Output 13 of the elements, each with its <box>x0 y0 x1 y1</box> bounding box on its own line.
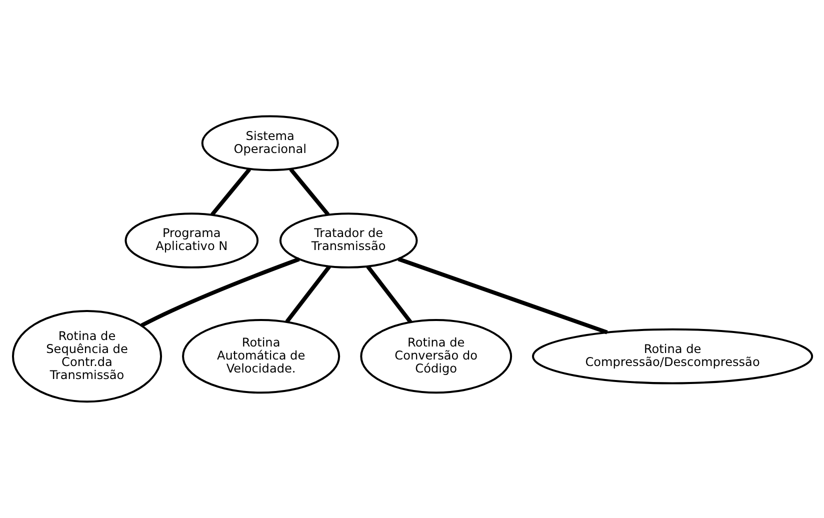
node-ellipse: Sistema Operacional <box>200 115 338 172</box>
node-ellipse: Programa Aplicativo N <box>124 212 258 268</box>
node-ellipse: Rotina de Compressão/Descompressão <box>532 328 813 384</box>
connector <box>210 168 251 216</box>
connector <box>366 265 412 324</box>
connector <box>140 257 300 328</box>
node-ellipse: Rotina Automática de Velocidade. <box>182 319 340 394</box>
node-ellipse: Tratador de Transmissão <box>278 212 418 268</box>
connector <box>397 257 608 334</box>
connector <box>288 168 330 216</box>
node-ellipse: Rotina de Conversão do Código <box>360 319 512 394</box>
node-ellipse: Rotina de Sequência de Contr.da Transmissão <box>11 310 162 403</box>
connector <box>284 265 330 323</box>
